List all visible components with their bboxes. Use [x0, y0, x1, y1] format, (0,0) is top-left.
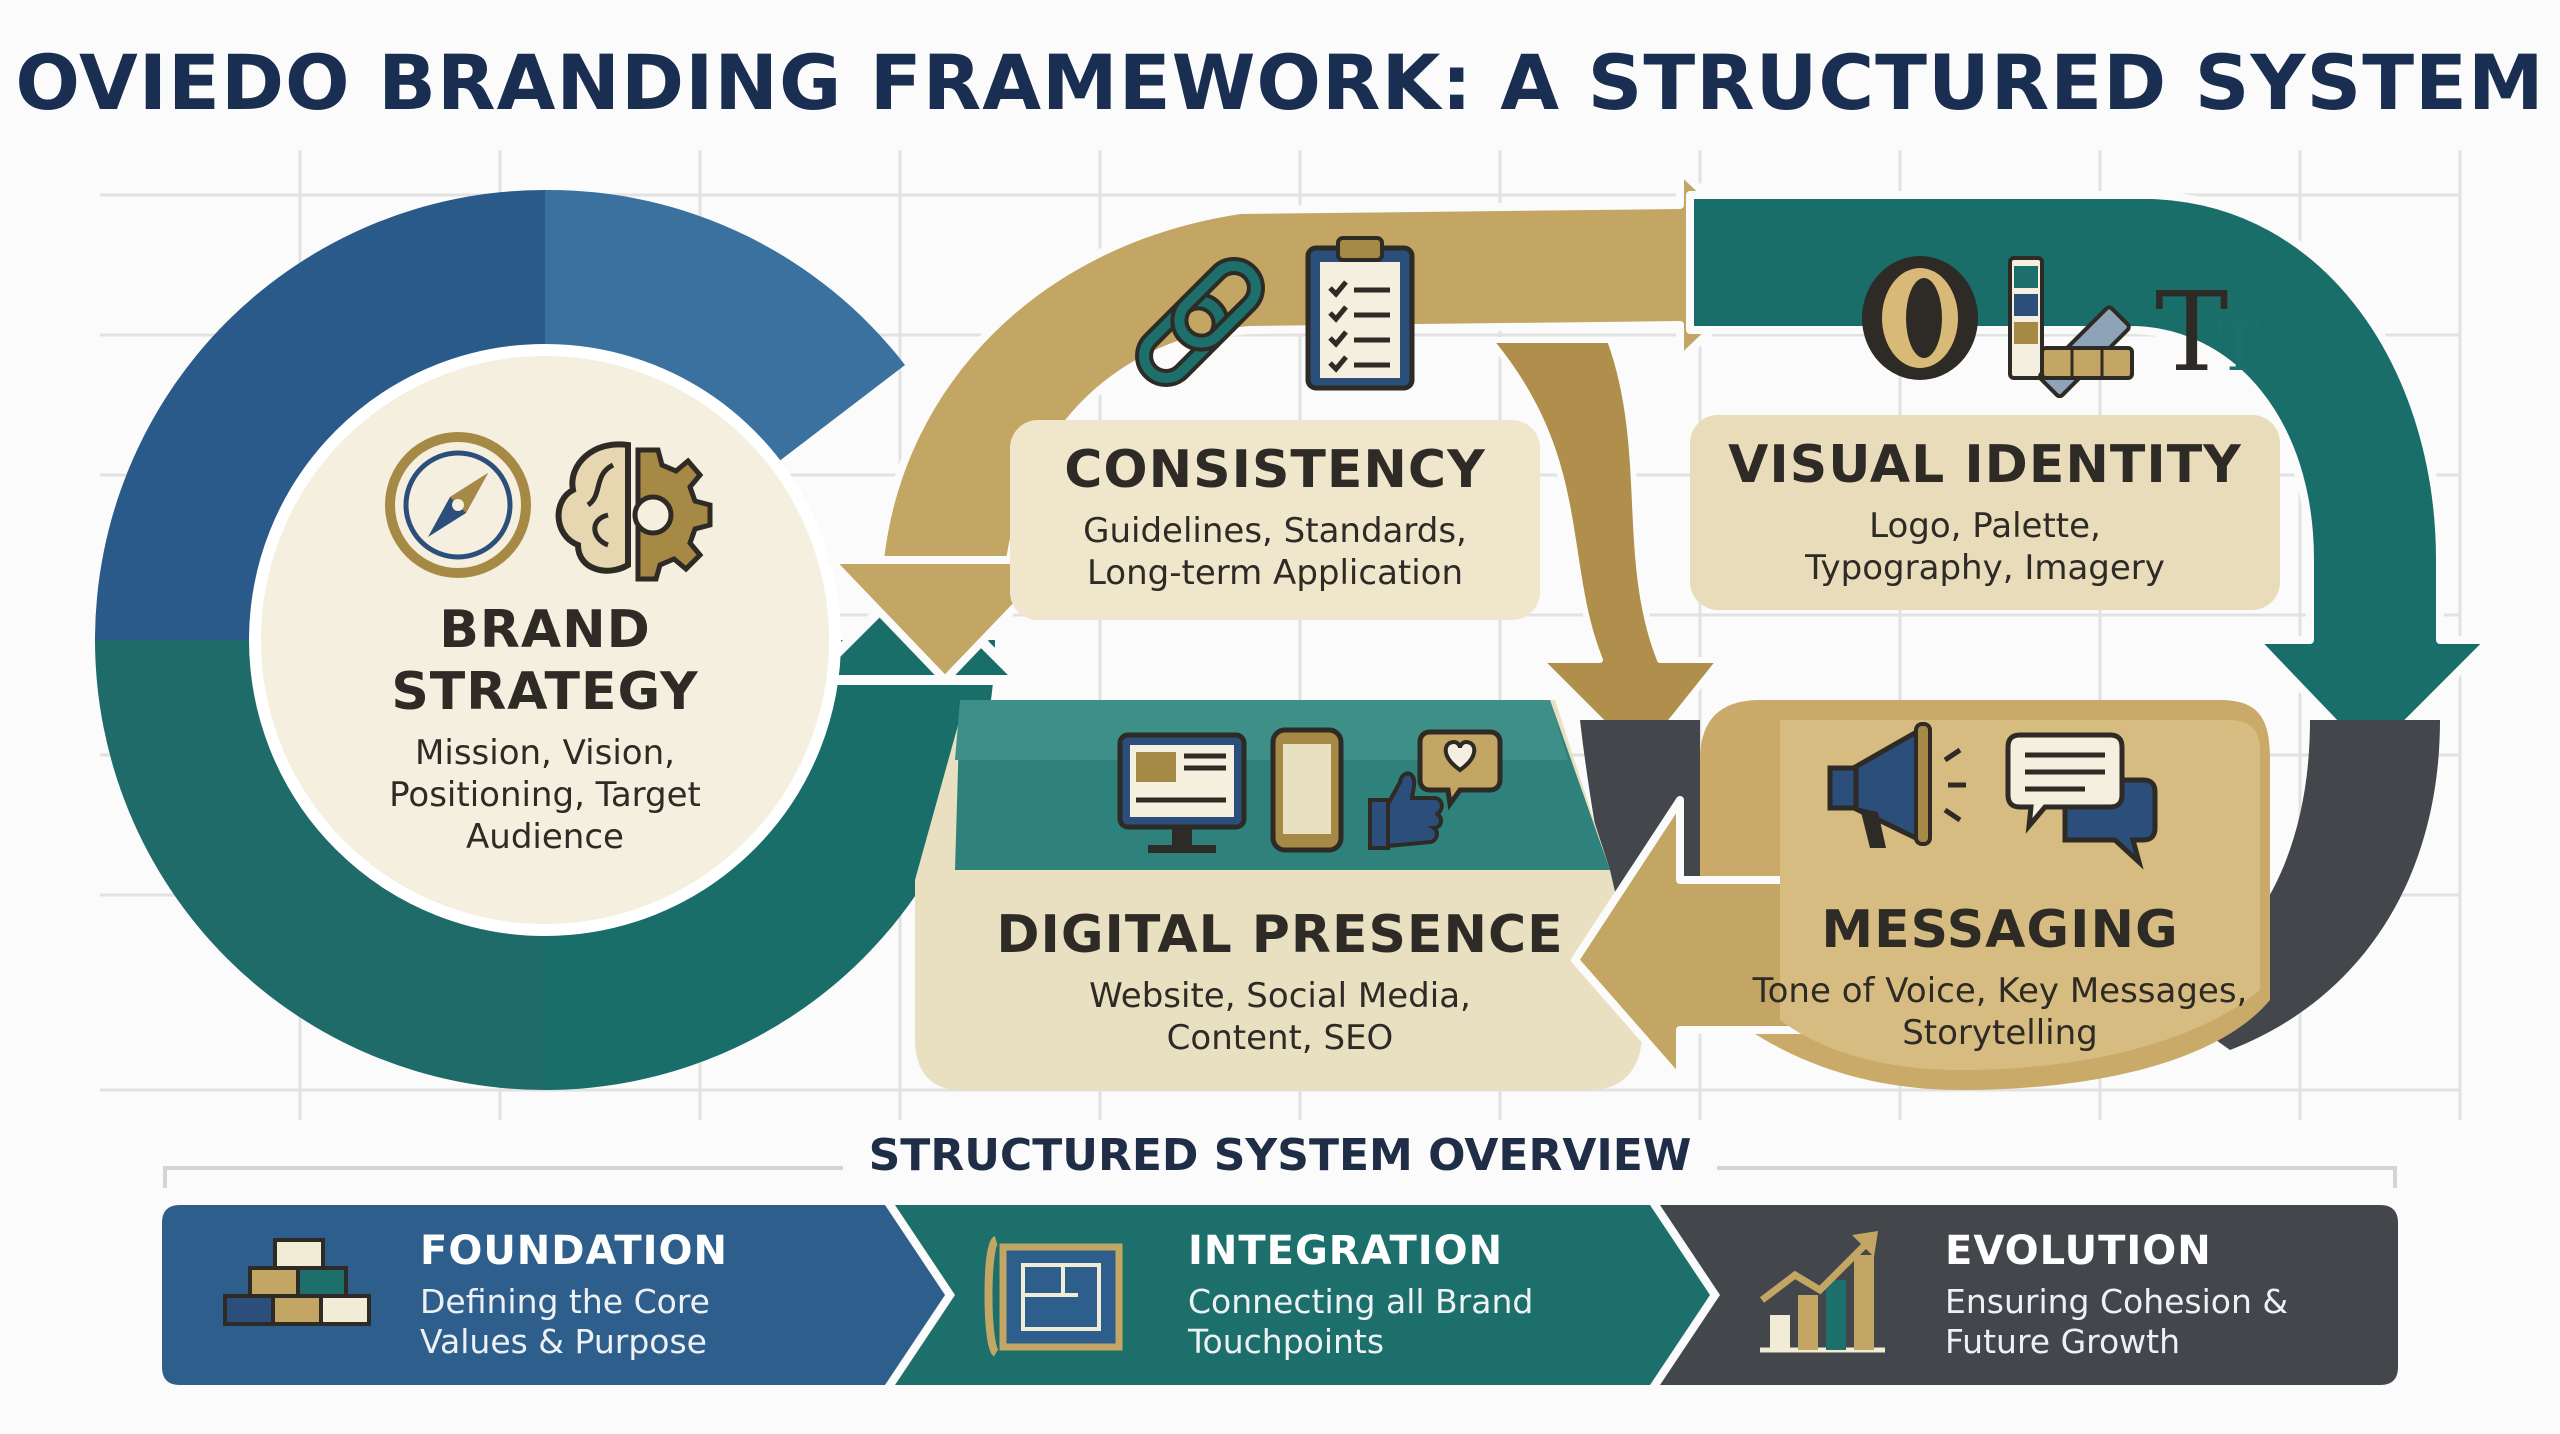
compass-icon — [385, 432, 531, 578]
stage-desc-foundation-2: Values & Purpose — [420, 1322, 707, 1361]
stage-desc-foundation-1: Defining the Core — [420, 1282, 710, 1321]
visual-identity-desc: Logo, Palette, Typography, Imagery — [1690, 505, 2280, 589]
svg-text:T: T — [2217, 309, 2261, 386]
visual-identity-desc-1: Logo, Palette, — [1869, 506, 2101, 546]
stage-desc-evolution-1: Ensuring Cohesion & — [1945, 1282, 2289, 1321]
stage-desc-foundation: Defining the Core Values & Purpose — [420, 1282, 728, 1362]
stage-desc-integration-2: Touchpoints — [1188, 1322, 1385, 1361]
messaging-desc-2: Storytelling — [1902, 1013, 2098, 1053]
brand-strategy-desc-2: Positioning, Target — [389, 775, 701, 815]
brand-strategy-label: BRAND STRATEGY Mission, Vision, Position… — [345, 600, 745, 858]
consistency-title: CONSISTENCY — [1064, 440, 1486, 500]
messaging-desc: Tone of Voice, Key Messages, Storytellin… — [1730, 970, 2270, 1054]
visual-identity-label: VISUAL IDENTITY Logo, Palette, Typograph… — [1690, 435, 2280, 589]
visual-identity-desc-2: Typography, Imagery — [1805, 548, 2165, 588]
speech-bubbles-icon — [2005, 732, 2158, 870]
visual-identity-arc — [1686, 191, 2494, 764]
stage-label-evolution: EVOLUTION Ensuring Cohesion & Future Gro… — [1945, 1228, 2288, 1362]
svg-text:T: T — [2155, 268, 2228, 396]
consistency-desc-1: Guidelines, Standards, — [1083, 511, 1467, 551]
consistency-desc: Guidelines, Standards, Long-term Applica… — [1010, 510, 1540, 594]
digital-presence-label: DIGITAL PRESENCE Website, Social Media, … — [960, 905, 1600, 1059]
consistency-arc-start-head — [826, 556, 1064, 684]
visual-identity-title: VISUAL IDENTITY — [1728, 435, 2242, 495]
stage-title-foundation: FOUNDATION — [420, 1228, 728, 1274]
megaphone-icon — [1827, 722, 1966, 848]
brand-strategy-title-2: STRATEGY — [391, 662, 699, 722]
logo-o-icon — [1862, 256, 1978, 380]
stage-shape-foundation — [162, 1205, 945, 1385]
digital-presence-desc: Website, Social Media, Content, SEO — [960, 975, 1600, 1059]
clipboard-checklist-icon — [1305, 236, 1415, 391]
stage-label-foundation: FOUNDATION Defining the Core Values & Pu… — [420, 1228, 728, 1362]
stage-title-integration: INTEGRATION — [1188, 1228, 1504, 1274]
consistency-desc-2: Long-term Application — [1086, 553, 1464, 593]
brand-strategy-title-1: BRAND — [439, 600, 651, 660]
consistency-label: CONSISTENCY Guidelines, Standards, Long-… — [1010, 440, 1540, 594]
brand-strategy-desc-3: Audience — [466, 817, 624, 857]
digital-presence-band-top — [955, 700, 1568, 760]
messaging-desc-1: Tone of Voice, Key Messages, — [1752, 971, 2248, 1011]
visual-identity-card — [1690, 415, 2280, 610]
smartphone-icon — [1270, 727, 1344, 853]
desktop-monitor-icon — [1117, 732, 1247, 853]
building-blocks-icon — [223, 1238, 371, 1326]
digital-presence-desc-1: Website, Social Media, — [1089, 976, 1471, 1016]
messaging-title: MESSAGING — [1821, 900, 2179, 960]
stage-desc-integration: Connecting all Brand Touchpoints — [1188, 1282, 1533, 1362]
typography-icon: T T — [2155, 268, 2261, 396]
consistency-card — [1010, 420, 1540, 620]
stage-title-evolution: EVOLUTION — [1945, 1228, 2212, 1274]
stage-desc-integration-1: Connecting all Brand — [1188, 1282, 1534, 1321]
digital-presence-title: DIGITAL PRESENCE — [996, 905, 1564, 965]
brand-strategy-desc-1: Mission, Vision, — [415, 733, 675, 773]
overview-heading: STRUCTURED SYSTEM OVERVIEW — [0, 1130, 2560, 1181]
growth-chart-icon — [1759, 1231, 1885, 1353]
color-swatch-icon — [2008, 256, 2134, 399]
brain-gear-icon — [555, 441, 713, 582]
digital-presence-desc-2: Content, SEO — [1166, 1018, 1394, 1058]
thumbs-up-heart-icon — [1368, 729, 1503, 850]
chain-link-icon — [1135, 257, 1265, 387]
stage-desc-evolution: Ensuring Cohesion & Future Growth — [1945, 1282, 2288, 1362]
stage-desc-evolution-2: Future Growth — [1945, 1322, 2181, 1361]
blueprint-icon — [984, 1236, 1123, 1357]
page-title: OVIEDO BRANDING FRAMEWORK: A STRUCTURED … — [15, 38, 2545, 127]
messaging-label: MESSAGING Tone of Voice, Key Messages, S… — [1730, 900, 2270, 1054]
overview-heading-text: STRUCTURED SYSTEM OVERVIEW — [842, 1130, 1718, 1181]
brand-strategy-desc: Mission, Vision, Positioning, Target Aud… — [345, 732, 745, 858]
stage-label-integration: INTEGRATION Connecting all Brand Touchpo… — [1188, 1228, 1533, 1362]
